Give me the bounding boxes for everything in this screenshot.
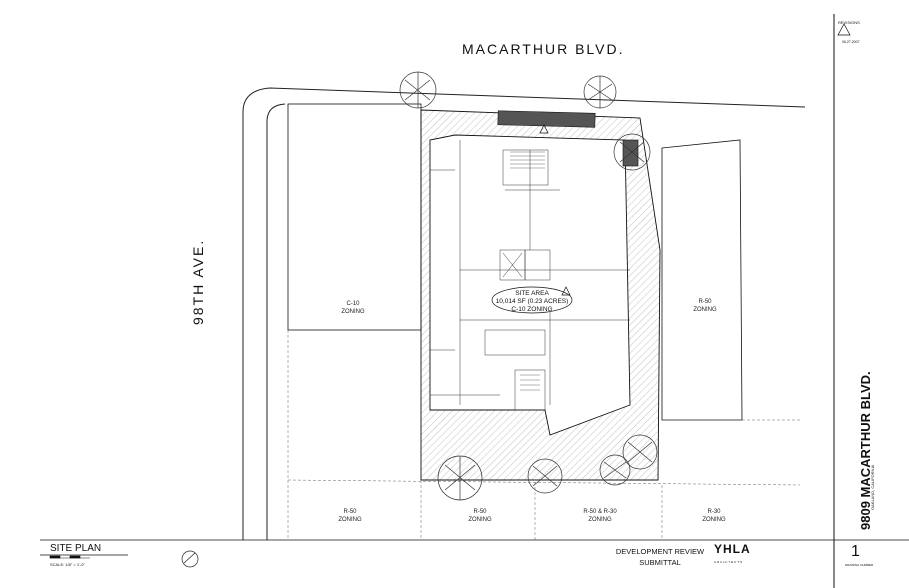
building-footprint (429, 134, 631, 436)
zone-code: R-30 (707, 509, 721, 515)
zone-sub: ZONING (693, 307, 717, 313)
zone-sub: ZONING (468, 517, 492, 523)
zone-label-r50-1: R-50 ZONING (320, 508, 380, 524)
site-zoning: C-10 ZONING (511, 306, 553, 313)
site-area-line1: SITE AREA (515, 290, 549, 297)
trees (399, 71, 658, 501)
revisions-label: REVISIONS (838, 20, 860, 25)
review-stamp: DEVELOPMENT REVIEW SUBMITTAL (600, 546, 720, 568)
tree-3 (613, 133, 651, 171)
zone-label-r30: R-30 ZONING (684, 508, 744, 524)
street-name-98th: 98TH AVE. (190, 238, 206, 325)
zone-sub: ZONING (338, 517, 362, 523)
stair-hatch (510, 151, 545, 391)
elevator-symbol (502, 252, 523, 278)
zone-label-r50-r30: R-50 & R-30 ZONING (570, 508, 630, 524)
tree-4 (437, 455, 483, 501)
review-line2: SUBMITTAL (639, 558, 681, 567)
site-area-cloud (491, 286, 573, 314)
sheet-title: SITE PLAN (50, 543, 102, 554)
zone-sub: ZONING (341, 309, 365, 315)
street-curbs (242, 87, 806, 540)
adjacent-building-left (287, 103, 422, 331)
zone-code: R-50 (343, 509, 357, 515)
zone-code: R-50 (473, 509, 487, 515)
revision-date: 06.27.2007 (842, 40, 860, 44)
zone-label-c10: C-10 ZONING (323, 300, 383, 316)
zone-code: R-50 (698, 299, 712, 305)
zone-code: C-10 (346, 301, 360, 307)
zone-sub: ZONING (588, 517, 612, 523)
scale-bar (49, 555, 90, 559)
north-arrow-icon (181, 550, 199, 568)
street-name-macarthur: MACARTHUR BLVD. (462, 41, 625, 57)
tree-2 (583, 75, 617, 109)
scale-note: SCALE: 1/8" = 1'-0" (50, 562, 85, 567)
zone-code: R-50 & R-30 (583, 509, 617, 515)
tree-7 (622, 434, 658, 470)
tree-1 (399, 71, 437, 109)
adjacent-building-right (661, 139, 743, 421)
site-area-line2: 10,014 SF (0.23 ACRES) (495, 298, 569, 305)
planting-area-front (497, 110, 596, 128)
tree-5 (527, 458, 563, 494)
site-area-label: SITE AREA 10,014 SF (0.23 ACRES) C-10 ZO… (492, 290, 572, 314)
project-city: OAKLAND, CALIFORNIA (870, 464, 875, 510)
review-line1: DEVELOPMENT REVIEW (615, 547, 705, 556)
firm-sub: ARCHITECTS (714, 560, 744, 564)
zoning-boundaries (287, 330, 801, 540)
zone-sub: ZONING (702, 517, 726, 523)
sheet-number-label: DRAWING NUMBER (845, 563, 874, 567)
title-block-frame (40, 14, 909, 588)
zone-label-r50-right: R-50 ZONING (675, 298, 735, 314)
sheet-number: 1 (851, 543, 860, 560)
firm-logo: YHLA (714, 542, 751, 556)
zone-label-r50-2: R-50 ZONING (450, 508, 510, 524)
revision-triangles (539, 23, 851, 296)
tree-6 (599, 454, 631, 486)
